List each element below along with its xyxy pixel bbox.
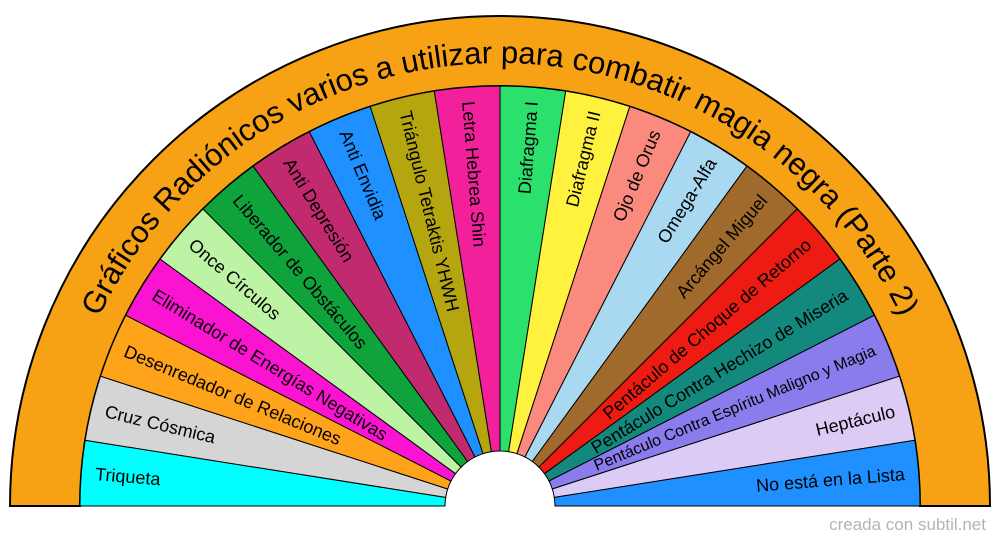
credit-text: creada con subtil.net xyxy=(829,515,986,534)
sector-20 xyxy=(553,439,921,507)
